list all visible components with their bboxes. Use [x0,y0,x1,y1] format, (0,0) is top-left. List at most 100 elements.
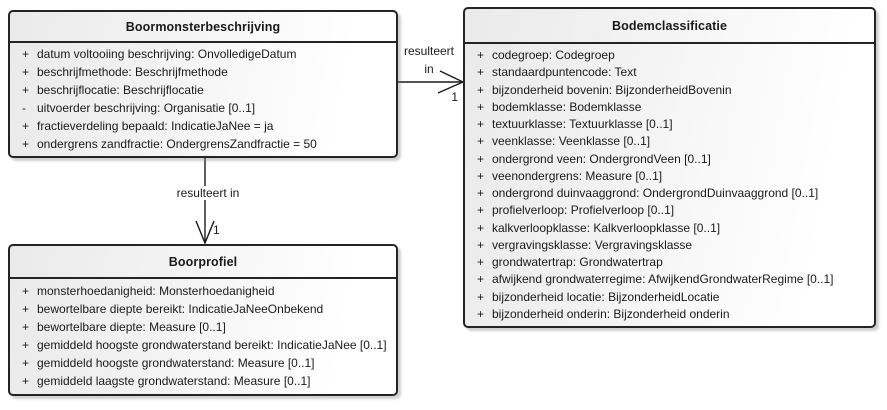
attribute-row: + textuurklasse: Textuurklasse [0..1] [465,117,870,132]
visibility-symbol: - [22,100,26,115]
visibility-symbol: + [22,301,30,316]
attribute-text: fractieverdeling bepaald: IndicatieJaNee… [37,118,274,133]
visibility-symbol: + [477,186,485,201]
visibility-symbol: + [477,306,485,321]
attribute-row: + gemiddeld hoogste grondwaterstand: Mea… [10,356,392,371]
attribute-text: standaardpuntencode: Text [492,65,637,80]
attribute-row: + monsterhoedanigheid: Monsterhoedanighe… [10,284,392,299]
attribute-row: + veenondergrens: Measure [0..1] [465,169,870,184]
visibility-symbol: + [477,134,485,149]
visibility-symbol: + [477,48,485,63]
attribute-row: + beschrijfmethode: Beschrijfmethode [10,65,392,80]
association-role-label: resulteert in [155,186,261,200]
visibility-symbol: + [22,283,30,298]
class-box-boorprofiel[interactable]: Boorprofiel + monsterhoedanigheid: Monst… [8,244,398,396]
visibility-symbol: + [477,151,485,166]
attribute-text: afwijkend grondwaterregime: AfwijkendGro… [492,272,834,287]
attribute-text: vergravingsklasse: Vergravingsklasse [492,237,693,252]
attribute-row: + bodemklasse: Bodemklasse [465,100,870,115]
visibility-symbol: + [22,47,30,62]
visibility-symbol: + [477,117,485,132]
attribute-row: + fractieverdeling bepaald: IndicatieJaN… [10,119,392,134]
multiplicity-label: 1 [213,223,220,237]
attribute-row: + vergravingsklasse: Vergravingsklasse [465,238,870,253]
attribute-row: + ondergrens zandfractie: OndergrensZand… [10,137,392,152]
visibility-symbol: + [477,99,485,114]
attribute-row: + kalkverloopklasse: Kalkverloopklasse [… [465,221,870,236]
attribute-row: + bijzonderheid onderin: Bijzonderheid o… [465,307,870,322]
attribute-text: beschrijfmethode: Beschrijfmethode [37,65,228,80]
attribute-text: beschrijflocatie: Beschrijflocatie [37,83,204,98]
class-box-bodemclassificatie[interactable]: Bodemclassificatie + codegroep: Codegroe… [463,7,876,328]
attribute-row: + bewortelbare diepte bereikt: Indicatie… [10,302,392,317]
attribute-text: kalkverloopklasse: Kalkverloopklasse [0.… [492,220,721,235]
attribute-list: + datum voltooiing beschrijving: Onvolle… [10,43,396,156]
attribute-text: profielverloop: Profielverloop [0..1] [492,203,675,218]
visibility-symbol: + [22,338,30,353]
visibility-symbol: + [22,118,30,133]
association-resulteert-in-boorprofiel[interactable] [195,157,215,245]
attribute-text: grondwatertrap: Grondwatertrap [492,255,663,270]
class-title: Boormonsterbeschrijving [10,12,396,43]
attribute-text: veenklasse: Veenklasse [0..1] [492,134,651,149]
attribute-row: + afwijkend grondwaterregime: AfwijkendG… [465,272,870,287]
attribute-list: + codegroep: Codegroep + standaardpunten… [465,44,874,326]
visibility-symbol: + [477,255,485,270]
attribute-text: textuurklasse: Textuurklasse [0..1] [492,117,673,132]
class-box-boormonsterbeschrijving[interactable]: Boormonsterbeschrijving + datum voltooii… [8,10,398,158]
visibility-symbol: + [22,319,30,334]
attribute-text: ondergrens zandfractie: OndergrensZandfr… [37,136,317,151]
attribute-row: + bijzonderheid bovenin: BijzonderheidBo… [465,83,870,98]
attribute-row: + standaardpuntencode: Text [465,65,870,80]
attribute-row: - uitvoerder beschrijving: Organisatie [… [10,101,392,116]
attribute-text: bewortelbare diepte: Measure [0..1] [37,319,226,334]
attribute-text: gemiddeld laagste grondwaterstand: Measu… [37,374,311,389]
attribute-row: + bewortelbare diepte: Measure [0..1] [10,320,392,335]
visibility-symbol: + [477,289,485,304]
visibility-symbol: + [22,65,30,80]
attribute-text: bijzonderheid locatie: BijzonderheidLoca… [492,289,720,304]
visibility-symbol: + [477,237,485,252]
visibility-symbol: + [22,374,30,389]
multiplicity-label: 1 [451,90,458,104]
attribute-text: veenondergrens: Measure [0..1] [492,168,663,183]
attribute-text: bijzonderheid bovenin: BijzonderheidBove… [492,82,732,97]
attribute-text: ondergrond duinvaaggrond: OndergrondDuin… [492,186,819,201]
attribute-text: gemiddeld hoogste grondwaterstand: Measu… [37,356,315,371]
visibility-symbol: + [477,203,485,218]
attribute-row: + beschrijflocatie: Beschrijflocatie [10,83,392,98]
attribute-text: uitvoerder beschrijving: Organisatie [0.… [37,100,256,115]
attribute-text: bewortelbare diepte bereikt: IndicatieJa… [37,301,324,316]
attribute-list: + monsterhoedanigheid: Monsterhoedanighe… [10,279,396,394]
attribute-row: + veenklasse: Veenklasse [0..1] [465,134,870,149]
visibility-symbol: + [477,272,485,287]
visibility-symbol: + [22,356,30,371]
attribute-row: + grondwatertrap: Grondwatertrap [465,255,870,270]
class-title: Bodemclassificatie [465,9,874,44]
attribute-row: + gemiddeld hoogste grondwaterstand bere… [10,338,392,353]
visibility-symbol: + [477,168,485,183]
visibility-symbol: + [477,220,485,235]
attribute-row: + ondergrond duinvaaggrond: OndergrondDu… [465,186,870,201]
attribute-row: + codegroep: Codegroep [465,48,870,63]
visibility-symbol: + [22,83,30,98]
attribute-row: + datum voltooiing beschrijving: Onvolle… [10,47,392,62]
attribute-text: ondergrond veen: OndergrondVeen [0..1] [492,151,711,166]
visibility-symbol: + [22,136,30,151]
attribute-text: gemiddeld hoogste grondwaterstand bereik… [37,338,387,353]
attribute-row: + ondergrond veen: OndergrondVeen [0..1] [465,152,870,167]
attribute-text: monsterhoedanigheid: Monsterhoedanigheid [37,283,275,298]
visibility-symbol: + [477,65,485,80]
attribute-text: bodemklasse: Bodemklasse [492,99,642,114]
attribute-row: + bijzonderheid locatie: BijzonderheidLo… [465,290,870,305]
association-role-label: in [424,62,434,76]
attribute-text: codegroep: Codegroep [492,48,615,63]
attribute-text: bijzonderheid onderin: Bijzonderheid ond… [492,306,730,321]
open-arrowhead-down-icon [195,220,215,245]
attribute-row: + gemiddeld laagste grondwaterstand: Mea… [10,374,392,389]
attribute-text: datum voltooiing beschrijving: Onvolledi… [37,47,297,62]
attribute-row: + profielverloop: Profielverloop [0..1] [465,203,870,218]
association-role-label: resulteert [403,44,455,58]
class-title: Boorprofiel [10,246,396,279]
